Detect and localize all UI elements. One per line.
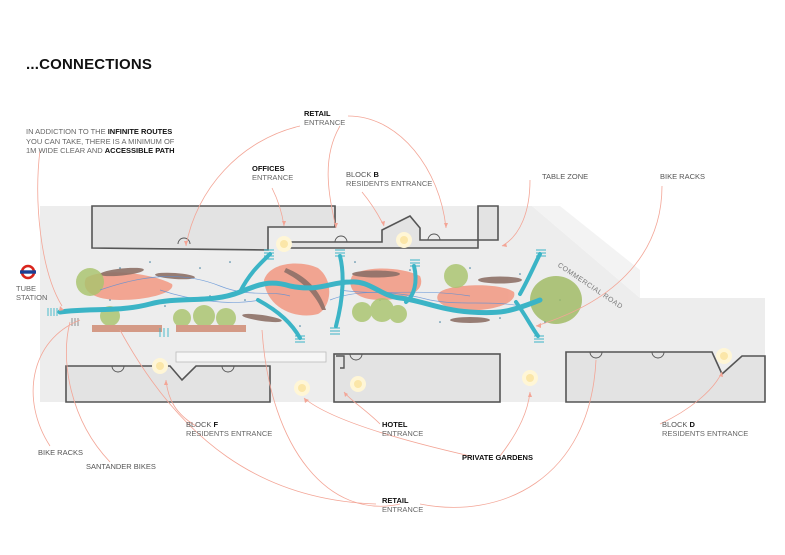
- tree: [444, 264, 468, 288]
- gravel-dots: [109, 261, 561, 327]
- tree: [193, 305, 215, 327]
- tube-station-label: TUBE STATION: [16, 284, 48, 302]
- arrow-heads: [59, 221, 723, 403]
- lawn-4: [437, 285, 515, 311]
- tree: [389, 305, 407, 323]
- note-line2: YOU CAN TAKE, THERE IS A MINIMUM OF: [26, 136, 175, 146]
- note-line3-b: ACCESSIBLE PATH: [104, 146, 175, 155]
- bike-racks-bottom-label: BIKE RACKS: [38, 448, 84, 457]
- tube-roundel-icon: [20, 264, 36, 280]
- planters: [100, 267, 522, 323]
- accessibility-note: IN ADDICTION TO THE INFINITE ROUTES YOU …: [26, 127, 201, 156]
- benches: [92, 325, 246, 332]
- building-block-b: [289, 205, 499, 249]
- door-symbols: [111, 233, 665, 373]
- tree: [76, 268, 104, 296]
- tree: [370, 298, 394, 322]
- table-zone-label: TABLE ZONE: [542, 172, 589, 181]
- tree: [173, 309, 191, 327]
- accessible-path-branch-3: [334, 254, 345, 328]
- private-gardens-label: PRIVATE GARDENS: [462, 453, 533, 462]
- accessible-path-branch-4: [404, 264, 418, 304]
- tree: [216, 308, 236, 328]
- note-line1-b: INFINITE ROUTES: [107, 127, 173, 136]
- note-line1-a: IN ADDICTION TO THE: [26, 127, 108, 136]
- lawn-1: [84, 272, 173, 300]
- santander-bikes-label: SANTANDER BIKES: [86, 462, 156, 471]
- building-hotel-notch: [336, 355, 345, 369]
- accessible-path-branch-2: [256, 298, 302, 340]
- accessible-path-branch-6: [518, 252, 542, 296]
- note-line3-a: 1m WIDE CLEAR AND: [26, 146, 105, 155]
- building-block-d: [565, 351, 766, 403]
- accessible-path-branch-5: [514, 300, 540, 338]
- street-edge-light: [532, 206, 640, 298]
- tree: [352, 302, 372, 322]
- retail-strip-bottom: [175, 351, 327, 363]
- bike-racks-top-label: BIKE RACKS: [660, 172, 706, 181]
- entrance-lights: [152, 232, 732, 396]
- accessible-path-main: [57, 279, 543, 316]
- page-title: ...CONNECTIONS: [26, 56, 153, 73]
- path-crossings: [47, 249, 546, 343]
- tree: [530, 276, 582, 324]
- building-block-f: [65, 365, 271, 403]
